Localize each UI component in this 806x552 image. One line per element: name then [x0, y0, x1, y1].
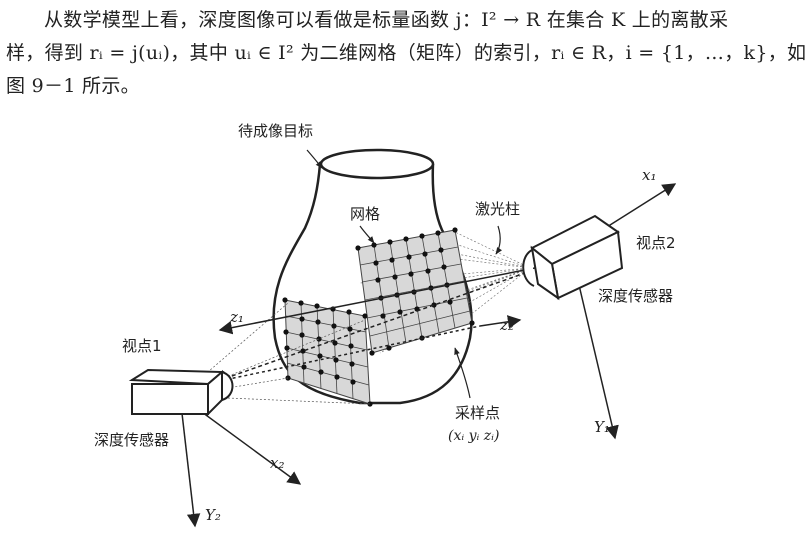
body-paragraph: 从数学模型上看，深度图像可以看做是标量函数 j：I² → R 在集合 K 上的离… — [6, 4, 806, 103]
label-viewpoint2: 视点2 — [636, 234, 676, 252]
label-viewpoint1: 视点1 — [122, 337, 162, 355]
label-sensor1: 深度传感器 — [94, 431, 169, 449]
paragraph-line-2: 样，得到 rᵢ = j(uᵢ)，其中 uᵢ ∈ I² 为二维网格（矩阵）的索引，… — [6, 42, 806, 64]
label-sample-coords: (xᵢ yᵢ zᵢ) — [448, 428, 499, 444]
label-sensor2: 深度传感器 — [598, 287, 673, 305]
paragraph-line-1: 从数学模型上看，深度图像可以看做是标量函数 j：I² → R 在集合 K 上的离… — [44, 9, 729, 31]
label-laser: 激光柱 — [475, 200, 520, 218]
axis-label-z2: z₂ — [499, 316, 514, 334]
label-pointers — [306, 149, 502, 399]
axis-label-y1: Y₁ — [594, 418, 610, 436]
label-grid: 网格 — [350, 205, 380, 223]
depth-sensor-1 — [128, 368, 234, 417]
axis-label-x2: x₂ — [270, 454, 284, 472]
sampling-dots — [282, 227, 475, 407]
axis-label-y2: Y₂ — [205, 506, 221, 524]
depth-image-figure: 待成像目标 网格 激光柱 视点2 深度传感器 视点1 深度传感器 采样点 (xᵢ… — [94, 122, 677, 528]
axis-label-z1: z₁ — [229, 308, 244, 326]
depth-sensor-2 — [522, 214, 624, 301]
label-target: 待成像目标 — [238, 122, 313, 140]
label-sample-point: 采样点 — [455, 404, 500, 422]
paragraph-line-3: 图 9－1 所示。 — [6, 75, 140, 97]
axis-label-x1: x₁ — [642, 166, 656, 184]
